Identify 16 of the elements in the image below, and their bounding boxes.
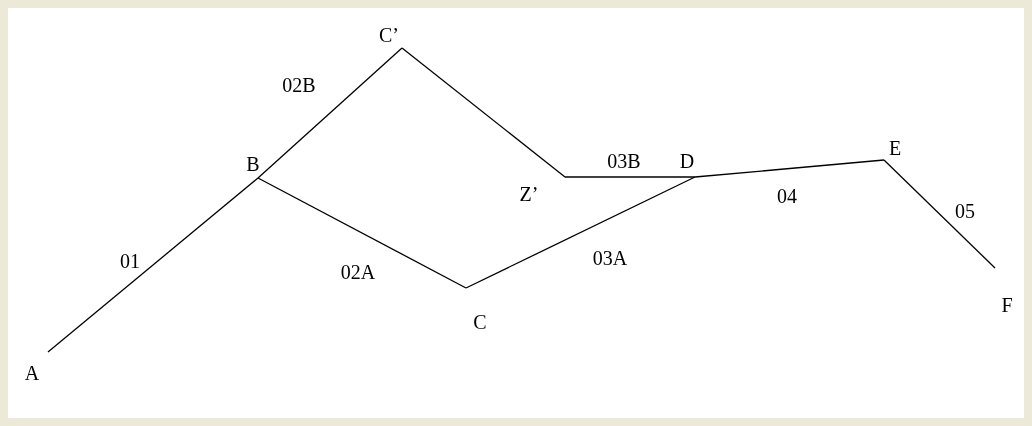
point-label: C [473,311,487,333]
line-segment [564,176,696,178]
point-label: A [24,362,40,384]
line-segment [465,176,696,289]
line-segment [257,177,467,289]
point-label: E [888,137,902,159]
point-label: Z’ [519,183,539,205]
point-label: C’ [379,24,399,46]
point-label: F [1001,294,1013,316]
point-label: B [246,153,260,175]
point-label: D [679,150,695,172]
line-segment [883,159,996,269]
line-segment [401,47,566,178]
line-segment [694,159,885,178]
line-segment [47,177,259,353]
line-segment [257,47,403,179]
